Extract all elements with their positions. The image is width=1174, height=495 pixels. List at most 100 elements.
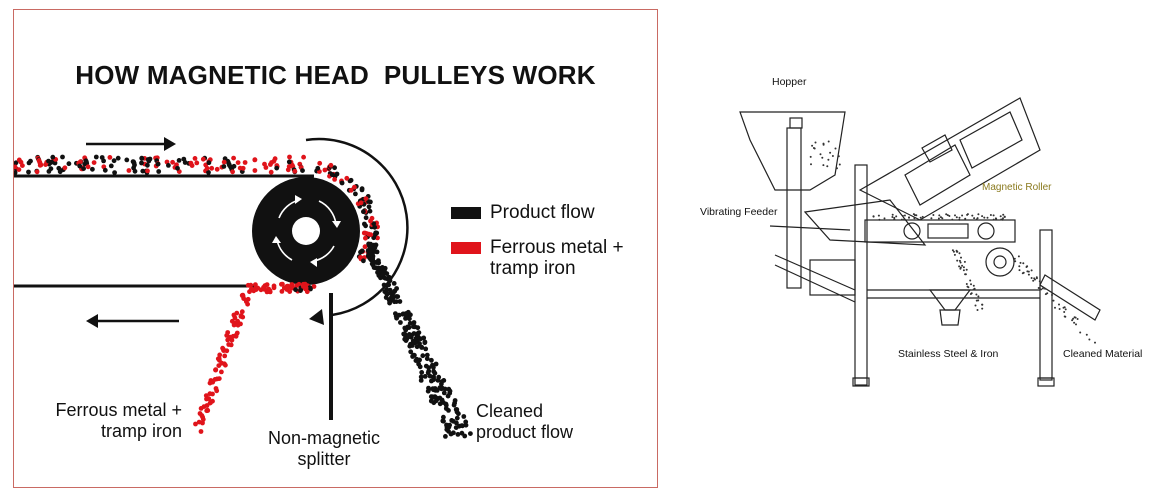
material-particle [999,215,1002,218]
product-particle [300,168,305,174]
ferrous-particle [368,218,373,224]
material-particle [938,214,941,217]
product-particle [409,332,415,338]
product-particle [14,170,18,176]
material-particle [958,216,961,219]
ferrous-particle [194,160,200,166]
material-particle [914,214,916,217]
product-particle [131,160,137,166]
material-particle [937,217,940,220]
ferrous-particle [348,187,354,193]
product-particle [368,248,373,254]
product-particle [175,165,180,171]
ferrous-particle [238,313,244,318]
product-particle [361,258,366,264]
product-particle [454,415,460,421]
ferrous-particle [222,353,228,359]
ferrous-particle [332,177,337,182]
material-particle [903,218,906,221]
material-particle [981,215,984,218]
material-particle [959,261,962,264]
product-particle [48,166,54,172]
material-particle [893,216,896,219]
material-particle [958,259,961,262]
product-particle [433,361,439,367]
diagram-title: HOW MAGNETIC HEAD PULLEYS WORK [75,60,596,90]
product-particle [418,378,424,383]
ferrous-particle [204,403,210,408]
ferrous-particle [269,160,274,165]
material-particle [932,214,935,216]
product-particle [386,274,392,280]
product-particle [124,157,130,163]
material-particle [836,167,838,170]
material-particle [903,214,906,217]
material-particle [956,259,959,262]
conveyor-frame [864,219,1016,243]
ferrous-particle [204,408,210,414]
material-particle [1001,218,1004,221]
material-particle [1013,257,1016,260]
material-particle [959,266,962,269]
material-particle [1030,269,1033,272]
material-particle [1071,319,1074,322]
ferrous-particle [220,346,226,352]
cleaned-chute [1039,274,1101,321]
ferrous-particle [209,165,215,171]
product-particle [139,155,145,161]
material-particle [1063,311,1066,313]
magnetic-pulley-diagram: HOW MAGNETIC HEAD PULLEYS WORK [13,9,658,488]
product-particle [206,170,211,175]
product-particle [371,221,377,227]
material-particle [812,147,815,149]
material-particle [976,217,979,220]
material-particle [834,147,837,150]
product-particle [139,160,144,166]
product-particle [448,431,454,437]
product-particle [182,160,188,165]
material-particle [1054,306,1056,309]
material-particle [891,216,894,218]
product-particle [206,160,212,166]
ferrous-particle [235,322,241,328]
material-particle [956,250,959,253]
product-particle [387,300,392,306]
material-particle [986,216,989,219]
material-particle [958,265,961,268]
product-particle [462,433,468,439]
material-particle [1085,333,1088,336]
label-vibrating-feeder: Vibrating Feeder [700,206,778,218]
product-particle [156,169,162,174]
product-particle [347,178,353,184]
product-particle [402,325,408,331]
product-particle [433,395,439,401]
product-particle [384,282,390,288]
material-particle [822,164,825,167]
ferrous-particle [62,165,68,171]
material-particle [1044,287,1047,290]
ferrous-particle [242,160,248,165]
ferrous-particle [210,398,215,404]
ferrous-particle [210,391,215,397]
material-particle [883,217,886,220]
ferrous-particle [213,386,219,391]
ferrous-particle [311,284,317,289]
product-particle [394,286,399,291]
iron-chute [928,289,972,311]
ferrous-particle [204,396,209,402]
ferrous-particle [214,166,220,172]
ferrous-particle [240,292,246,298]
particle-streams [14,154,473,439]
label-ferrous-metal: Ferrous metal + tramp iron [55,400,182,441]
material-particle [1035,276,1038,279]
material-particle [827,158,830,161]
product-particle [415,325,421,331]
ferrous-particle [210,379,216,385]
product-particle [66,161,72,167]
product-particle [370,262,376,268]
material-particle [1041,287,1044,290]
product-particle [411,324,416,329]
product-particle [274,165,280,171]
material-particle [1088,338,1091,341]
material-particle [1058,308,1061,310]
